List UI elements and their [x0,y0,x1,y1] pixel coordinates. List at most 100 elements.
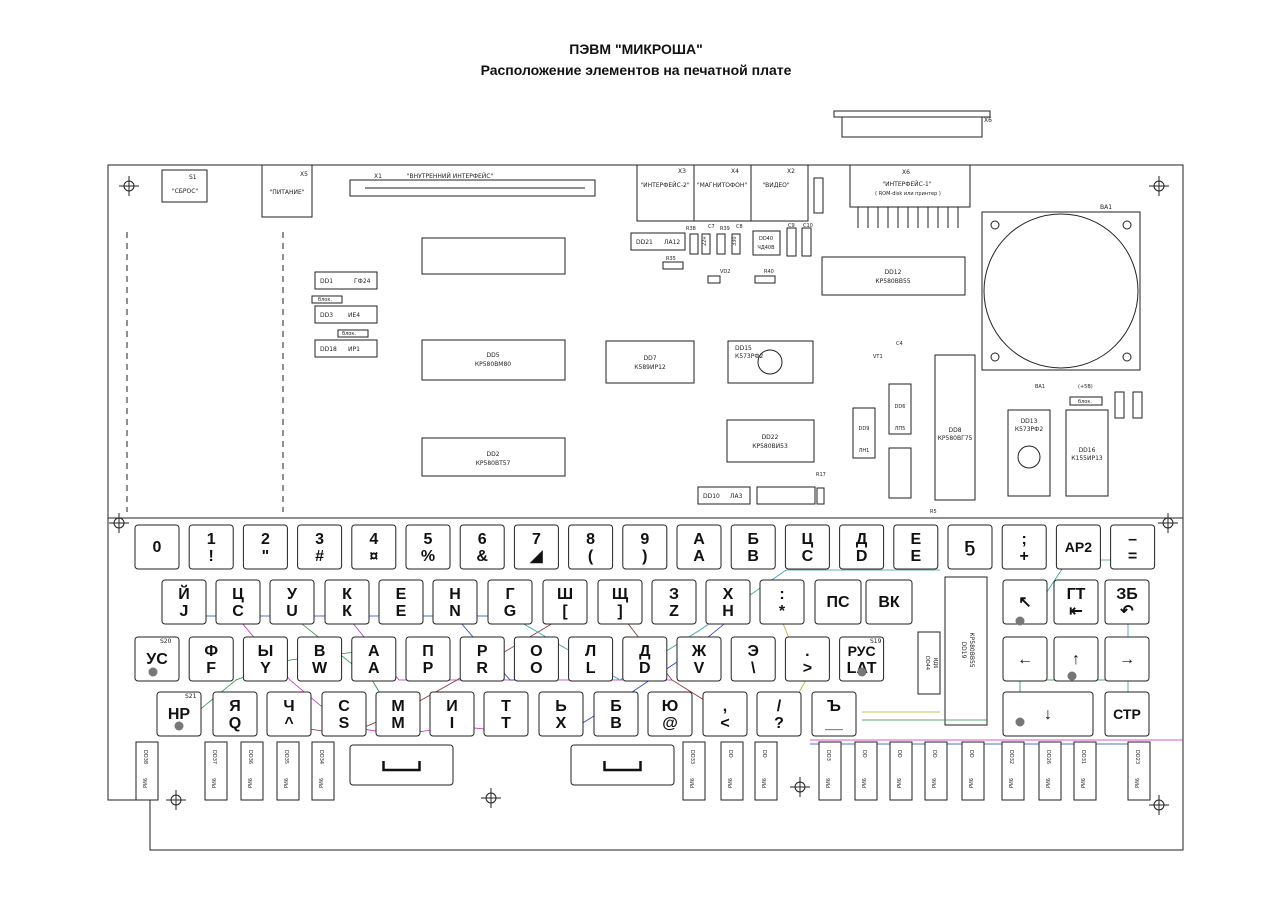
key-r1-1[interactable]: 1! [188,524,234,570]
key-r3-5[interactable]: ПР [405,636,451,682]
key-r3-1[interactable]: ФF [188,636,234,682]
key-r1-10[interactable]: АА [676,524,722,570]
key-r2-5[interactable]: НN [432,579,478,625]
key-r2-4[interactable]: ЕЕ [378,579,424,625]
key-r4-8[interactable]: БВ [593,691,639,737]
key-r1-6[interactable]: 6& [459,524,505,570]
bottom-chip-type: РИ6 [1009,778,1015,788]
key-r3-9[interactable]: ДD [622,636,668,682]
key-r4-12[interactable]: Ъ__ [811,691,857,737]
svg-text:"СБРОС": "СБРОС" [172,188,199,195]
key-r2-10-bottom: Н [722,603,734,620]
bottom-chip-type: РИ6 [284,778,290,788]
key-r4-5[interactable]: ИI [429,691,475,737]
key-r1-8[interactable]: 8( [568,524,614,570]
key-r2-7[interactable]: Ш[ [542,579,588,625]
key-r1-12[interactable]: ЦС [784,524,830,570]
key-r2-3[interactable]: КК [324,579,370,625]
key-r3-7[interactable]: ОО [513,636,559,682]
key-r4-7[interactable]: ЬХ [538,691,584,737]
key-r1-6-bottom: & [476,548,488,565]
key-r3-10[interactable]: ЖV [676,636,722,682]
key-r4-1[interactable]: ЯQ [212,691,258,737]
key-r4-11[interactable]: /? [756,691,802,737]
key-r3-6[interactable]: РR [459,636,505,682]
key-r3-0[interactable]: УС [134,636,180,682]
key-r4r-0[interactable]: ↓ [1002,691,1094,737]
bottom-chip-row: DD38РИ6DD37РИ6DD36РИ6DD35РИ6DD34РИ6DD33Р… [135,741,1151,801]
key-r1-8-top: 8 [586,531,595,548]
key-r1-2[interactable]: 2" [242,524,288,570]
key-r1-16[interactable]: ;+ [1001,524,1047,570]
key-r1-14[interactable]: ЕЕ [893,524,939,570]
space-key-1[interactable] [570,744,675,786]
chip-dd5: DD5 КР580ВМ80 [421,339,566,381]
key-r4-9[interactable]: Ю@ [647,691,693,737]
key-r4-0[interactable]: НР [156,691,202,737]
key-r1-11[interactable]: БВ [730,524,776,570]
key-r2-11[interactable]: :* [759,579,805,625]
key-r3r-2[interactable]: → [1104,636,1150,682]
key-r1-7[interactable]: 7◢ [513,524,559,570]
key-r1-13-top: Д [856,531,868,548]
key-r2-8[interactable]: Щ] [597,579,643,625]
key-r1-5[interactable]: 5% [405,524,451,570]
key-r4r-1-top: СТР [1113,706,1141,722]
svg-text:X1: X1 [374,173,382,180]
key-r3-13[interactable]: РУСLAT [839,636,885,682]
key-r4-0-top: НР [168,706,191,723]
key-r2-2[interactable]: УU [269,579,315,625]
key-r2r-0[interactable]: ↖ [1002,579,1048,625]
key-r4-10-bottom: < [720,715,729,732]
key-r2-9-top: З [669,586,679,603]
key-r3-11[interactable]: Э\ [730,636,776,682]
key-r1-9[interactable]: 9) [622,524,668,570]
key-r3-1-bottom: F [206,660,216,677]
key-r3r-0[interactable]: ← [1002,636,1048,682]
chip-dd13: DD13 К573РФ2 [1007,409,1051,497]
chip-dip-top [421,237,566,275]
key-r3-2[interactable]: ЫY [242,636,288,682]
key-r3-4[interactable]: АА [351,636,397,682]
svg-text:ЧД40В: ЧД40В [757,245,775,251]
key-r4-3[interactable]: СS [321,691,367,737]
key-r2-5-top: Н [449,586,461,603]
key-r2r-1[interactable]: ГТ⇤ [1053,579,1099,625]
key-r1-18[interactable]: –= [1110,524,1156,570]
key-r4-6[interactable]: ТТ [483,691,529,737]
key-r4-10[interactable]: ,< [702,691,748,737]
key-r3-12[interactable]: .> [784,636,830,682]
key-r2-0[interactable]: ЙJ [161,579,207,625]
key-r4-4-bottom: М [391,715,404,732]
key-r1-0[interactable]: 0 [134,524,180,570]
chip-dd21: DD21 ЛА12 [630,232,686,251]
key-r3r-1[interactable]: ↑ [1053,636,1099,682]
key-r3-8[interactable]: ЛL [568,636,614,682]
chip-dd16: DD16 К155ИР13 [1065,409,1109,497]
key-r4r-1[interactable]: СТР [1104,691,1150,737]
switch-contact-2 [857,667,867,677]
key-r2r-2-bottom: ↶ [1119,603,1134,620]
key-r1-15[interactable]: Ҕ [947,524,993,570]
key-r4-2[interactable]: Ч^ [266,691,312,737]
key-r1-13[interactable]: ДD [839,524,885,570]
svg-text:КР580ВВ55: КР580ВВ55 [968,632,975,667]
key-r2r-2[interactable]: ЗБ↶ [1104,579,1150,625]
key-r2-1[interactable]: ЦС [215,579,261,625]
key-r2-13[interactable]: ВК [865,579,913,625]
key-r2-12[interactable]: ПС [814,579,862,625]
key-r1-3[interactable]: 3# [297,524,343,570]
key-r1-11-bottom: В [747,548,759,565]
key-r1-4[interactable]: 4¤ [351,524,397,570]
bottom-chip-ref: DD34 [318,750,324,764]
key-r1-17[interactable]: АР2 [1055,524,1101,570]
key-r2-6[interactable]: ГG [487,579,533,625]
bottom-chip-type: РИ6 [319,778,325,788]
bottom-chip-type: РИ6 [1046,778,1052,788]
key-r2-10[interactable]: ХН [705,579,751,625]
key-r2-9[interactable]: ЗZ [651,579,697,625]
space-key-0[interactable] [349,744,454,786]
key-r4-4[interactable]: ММ [375,691,421,737]
key-r3-3[interactable]: ВW [297,636,343,682]
